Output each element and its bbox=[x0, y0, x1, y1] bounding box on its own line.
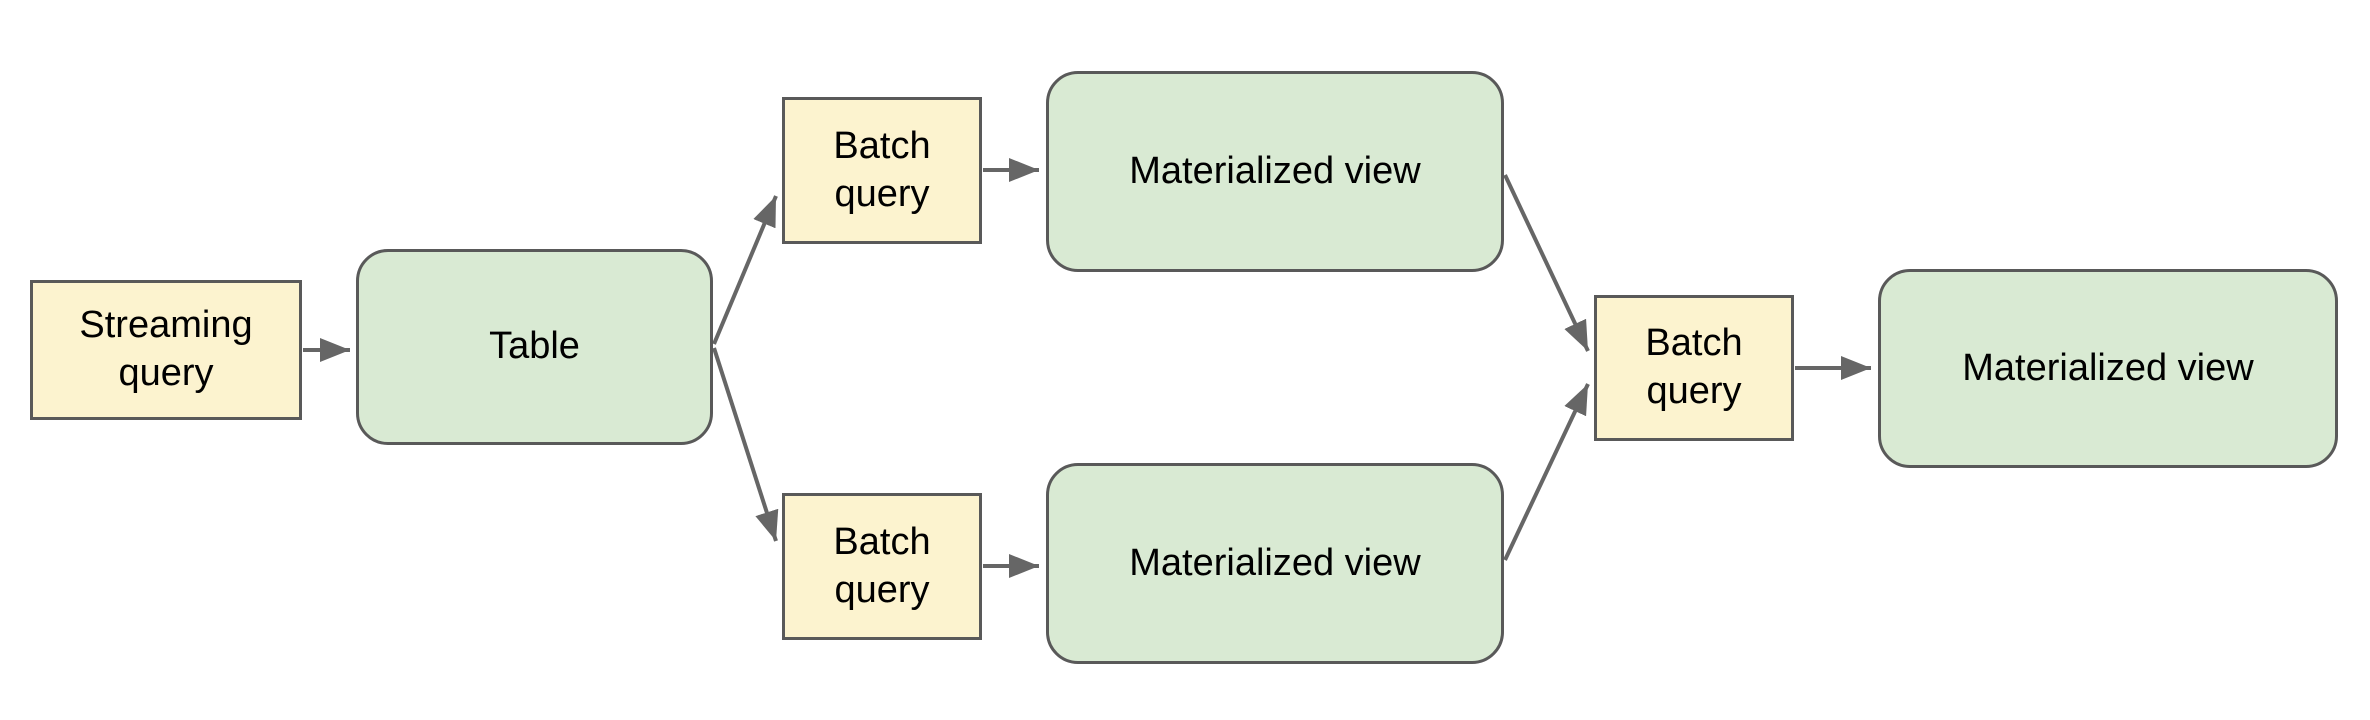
node-materialized-view-bottom: Materialized view bbox=[1046, 463, 1504, 664]
node-materialized-view-top-label: Materialized view bbox=[1129, 149, 1421, 192]
node-streaming-query: Streaming query bbox=[30, 280, 302, 420]
node-table: Table bbox=[356, 249, 713, 445]
node-table-label: Table bbox=[489, 325, 580, 368]
node-materialized-view-final-label: Materialized view bbox=[1962, 346, 2254, 389]
node-batch-query-bottom-label: Batch query bbox=[833, 520, 931, 611]
node-materialized-view-top: Materialized view bbox=[1046, 71, 1504, 272]
edge-mv-bottom-to-batch-right bbox=[1503, 383, 1590, 561]
node-batch-query-right-label: Batch query bbox=[1645, 322, 1743, 412]
node-batch-query-top: Batch query bbox=[782, 97, 982, 244]
node-batch-query-bottom: Batch query bbox=[782, 493, 982, 640]
edge-table-to-batch-top bbox=[712, 195, 778, 345]
edge-table-to-batch-bottom bbox=[712, 347, 779, 542]
node-batch-query-right: Batch query bbox=[1594, 295, 1794, 441]
node-materialized-view-bottom-label: Materialized view bbox=[1129, 541, 1421, 584]
node-materialized-view-final: Materialized view bbox=[1878, 269, 2338, 468]
node-batch-query-top-label: Batch query bbox=[833, 124, 931, 215]
edge-mv-top-to-batch-right bbox=[1503, 174, 1590, 352]
node-streaming-query-label: Streaming query bbox=[79, 304, 253, 394]
